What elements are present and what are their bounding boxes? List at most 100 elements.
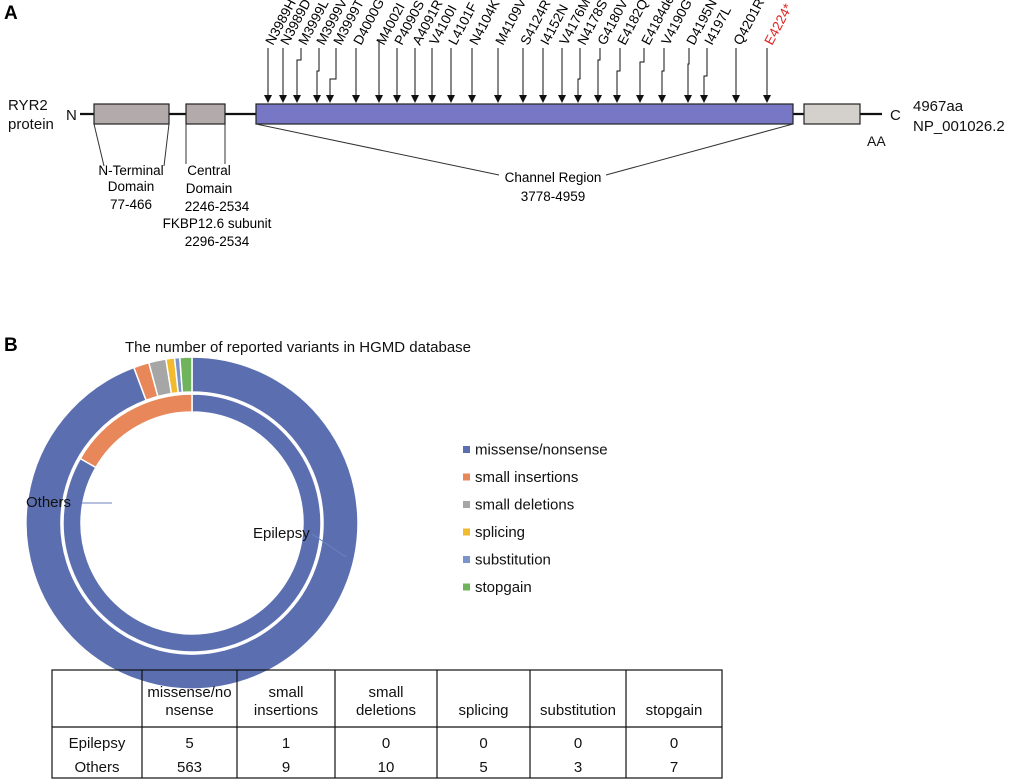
table-header-cell: nsense — [165, 702, 213, 719]
channel-label: Channel Region — [505, 170, 602, 185]
aa-label: AA — [867, 133, 886, 149]
legend-swatch — [463, 583, 470, 591]
mutation-arrowhead — [264, 95, 272, 103]
table-border — [51, 669, 723, 779]
epilepsy-pointer-line — [311, 533, 347, 558]
table-header-cell: small — [368, 684, 403, 701]
legend-swatch — [463, 556, 470, 563]
table-header-cell: deletions — [356, 702, 416, 719]
table-value-cell: 1 — [282, 735, 290, 752]
legend-label: missense/nonsense — [475, 442, 608, 459]
legend-swatch — [463, 446, 470, 453]
donut-slice-others-missense-nonsense — [25, 356, 359, 690]
table-row-label: Epilepsy — [69, 735, 126, 752]
mutation-arrow-line — [661, 48, 665, 100]
mutation-arrowhead — [700, 95, 708, 103]
legend-label: substitution — [475, 552, 551, 569]
central-domain — [185, 103, 226, 125]
n-terminal-label-2: Domain — [108, 179, 155, 194]
mutation-arrow-line — [639, 48, 645, 100]
mutation-arrowhead — [326, 95, 334, 103]
n-terminal-pointer-left — [93, 123, 105, 167]
variant-count-table: missense/nonsensesmallinsertionssmalldel… — [51, 669, 723, 779]
mutation-arrowhead — [519, 95, 527, 103]
table-value-cell: 9 — [282, 759, 290, 776]
mutation-arrowhead — [763, 95, 771, 103]
mutation-arrowhead — [494, 95, 502, 103]
length-label: 4967aa — [913, 98, 964, 115]
channel-range: 3778-4959 — [521, 189, 586, 204]
channel-region-domain — [255, 103, 794, 125]
mutation-arrow-line — [577, 48, 581, 100]
fkbp-label: FKBP12.6 subunit — [163, 216, 272, 231]
mutation-arrowhead — [684, 95, 692, 103]
central-label-2: Domain — [186, 181, 233, 196]
n-terminus-label: N — [66, 107, 77, 124]
table-header-cell: small — [268, 684, 303, 701]
c-terminus-label: C — [890, 107, 901, 124]
table-header-cell: missense/no — [147, 684, 231, 701]
mutation-arrowhead — [393, 95, 401, 103]
panel-b: B The number of reported variants in HGM… — [4, 335, 723, 779]
mutation-arrow-line — [296, 48, 302, 100]
c-terminal-domain — [803, 103, 861, 125]
table-header-cell: splicing — [458, 702, 508, 719]
mutation-arrowhead — [428, 95, 436, 103]
channel-pointer-left — [255, 123, 500, 176]
panel-b-letter: B — [4, 335, 18, 356]
mutation-arrowhead — [293, 95, 301, 103]
mutation-arrowhead — [658, 95, 666, 103]
protein-label-line2: protein — [8, 116, 54, 133]
table-value-cell: 5 — [185, 735, 193, 752]
double-donut-chart — [25, 356, 359, 690]
panel-a-letter: A — [4, 3, 18, 24]
legend-label: small deletions — [475, 497, 574, 514]
central-range: 2246-2534 — [185, 199, 250, 214]
mutation-arrowhead — [613, 95, 621, 103]
mutation-arrowhead — [375, 95, 383, 103]
mutation-annotations: N3989HN3989DM3999LM3999VM3999TD4000GM400… — [262, 0, 796, 103]
table-value-cell: 10 — [378, 759, 395, 776]
channel-pointer-right — [605, 123, 794, 176]
table-value-cell: 5 — [479, 759, 487, 776]
mutation-arrow-line — [703, 48, 708, 100]
mutation-arrowhead — [732, 95, 740, 103]
legend-swatch — [463, 528, 470, 536]
mutation-arrow-line — [616, 48, 621, 100]
fkbp-range: 2296-2534 — [185, 234, 250, 249]
legend-label: splicing — [475, 524, 525, 541]
mutation-label: E4224* — [761, 1, 795, 48]
mutation-arrowhead — [574, 95, 582, 103]
legend-label: small insertions — [475, 469, 578, 486]
panel-a: A RYR2 protein N C 4967aa NP_001026.2 AA… — [4, 0, 1005, 249]
table-value-cell: 0 — [670, 735, 678, 752]
protein-label-line1: RYR2 — [8, 97, 48, 114]
table-header-cell: stopgain — [646, 702, 703, 719]
mutation-arrowhead — [558, 95, 566, 103]
mutation-arrowhead — [447, 95, 455, 103]
mutation-arrow-line — [687, 48, 690, 100]
legend-label: stopgain — [475, 579, 532, 596]
mutation-arrowhead — [539, 95, 547, 103]
central-label-1: Central — [187, 163, 231, 178]
mutation-arrowhead — [636, 95, 644, 103]
donut-slice-epilepsy-missense-nonsense — [62, 393, 322, 653]
mutation-arrowhead — [313, 95, 321, 103]
others-pointer-label: Others — [26, 494, 71, 511]
table-value-cell: 563 — [177, 759, 202, 776]
mutation-arrow-line — [597, 48, 601, 100]
mutation-arrowhead — [468, 95, 476, 103]
mutation-arrowhead — [594, 95, 602, 103]
table-value-cell: 0 — [382, 735, 390, 752]
legend-swatch — [463, 473, 470, 481]
table-value-cell: 0 — [574, 735, 582, 752]
epilepsy-pointer-label: Epilepsy — [253, 525, 310, 542]
legend-swatch — [463, 501, 470, 508]
n-terminal-domain — [93, 103, 170, 125]
table-value-cell: 3 — [574, 759, 582, 776]
chart-legend: missense/nonsense small insertions small d… — [463, 442, 608, 596]
mutation-arrowhead — [352, 95, 360, 103]
n-terminal-pointer-right — [163, 123, 170, 167]
donut-slice-others-stopgain — [178, 356, 193, 394]
